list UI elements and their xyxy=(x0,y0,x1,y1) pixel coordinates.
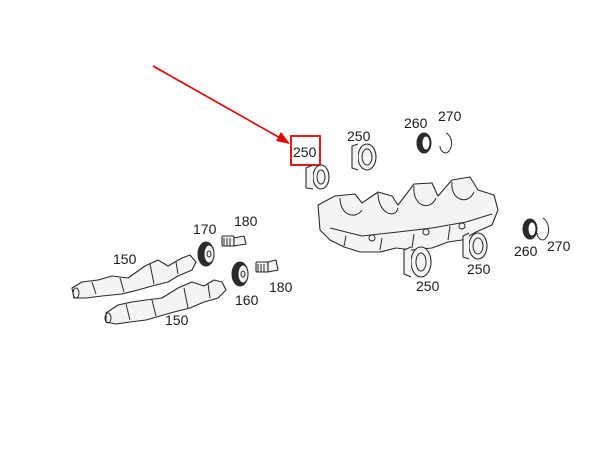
callout-160: 160 xyxy=(235,292,259,308)
callout-150-bottom: 150 xyxy=(165,312,189,328)
callout-150-top: 150 xyxy=(113,251,137,267)
callout-highlight-box xyxy=(290,135,321,166)
callout-180-bottom: 180 xyxy=(269,279,293,295)
gear-lower xyxy=(231,261,249,287)
bearing-ring xyxy=(522,218,538,240)
callout-250-bottom-mid: 250 xyxy=(416,278,440,294)
callout-270-right: 270 xyxy=(547,238,571,254)
bearing-shell xyxy=(305,164,330,190)
bearing-ring xyxy=(416,132,432,154)
callout-250-highlighted: 250 xyxy=(293,144,317,160)
bearing-shell xyxy=(351,143,377,171)
circlip xyxy=(439,132,453,154)
gear-upper xyxy=(197,241,215,267)
camshaft-lower xyxy=(104,279,227,325)
callout-260-right: 260 xyxy=(514,243,538,259)
circlip xyxy=(536,217,550,241)
camshaft-housing xyxy=(317,176,499,253)
camshaft-upper xyxy=(71,254,197,299)
callout-170: 170 xyxy=(193,221,217,237)
bearing-shell xyxy=(462,232,488,260)
callout-260-top: 260 xyxy=(404,115,428,131)
callout-250-bottom-right: 250 xyxy=(467,261,491,277)
bolt-upper xyxy=(221,235,247,247)
bolt-lower xyxy=(255,259,279,273)
pointer-arrow xyxy=(152,65,290,144)
callout-270-top: 270 xyxy=(438,108,462,124)
bearing-shell xyxy=(403,246,432,278)
callout-180-top: 180 xyxy=(234,213,258,229)
callout-250-top: 250 xyxy=(347,128,371,144)
